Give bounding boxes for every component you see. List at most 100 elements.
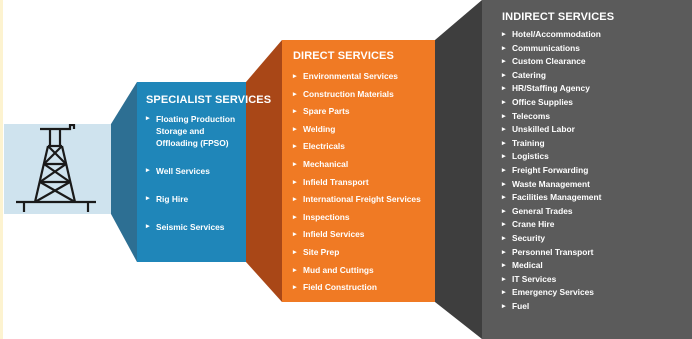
service-list-item: ▸Mud and Cuttings xyxy=(293,262,421,280)
service-label: Facilities Management xyxy=(512,192,602,203)
service-list-item: ▸Infield Services xyxy=(293,226,421,244)
specialist-services-list: ▸ Floating Production Storage and Offload… xyxy=(146,113,244,249)
service-label: Field Construction xyxy=(303,282,377,293)
direct-services-list: ▸Environmental Services ▸ Construction Mat… xyxy=(293,68,421,297)
service-label: Communications xyxy=(512,42,580,53)
service-label: Office Supplies xyxy=(512,96,573,107)
service-list-item: ▸ Site Prep xyxy=(293,244,421,262)
bullet-arrow-icon: ▸ xyxy=(502,31,506,38)
direct-services-panel: DIRECT SERVICES ▸Environmental Services▸… xyxy=(282,40,435,302)
specialist-services-title: SPECIALIST SERVICES xyxy=(146,94,272,106)
service-label: Unskilled Labor xyxy=(512,124,575,135)
direct-services-title: DIRECT SERVICES xyxy=(293,50,394,62)
service-list-item: ▸General Trades xyxy=(502,205,601,219)
service-list-item: ▸ Training xyxy=(502,137,601,151)
bullet-arrow-icon: ▸ xyxy=(502,262,506,270)
service-list-item: ▸ Seismic Services xyxy=(146,221,244,233)
service-list-item: ▸ Unskilled Labor xyxy=(502,123,601,137)
service-list-item: ▸ Mechanical xyxy=(293,156,421,174)
service-label: Mud and Cuttings xyxy=(303,264,374,275)
bullet-arrow-icon: ▸ xyxy=(502,166,506,174)
service-label: IT Services xyxy=(512,273,557,284)
service-list-item: ▸ Inspections xyxy=(293,209,421,227)
bullet-arrow-icon: ▸ xyxy=(502,153,506,161)
oil-rig-icon xyxy=(16,123,96,212)
service-list-item: ▸ Personnel Transport xyxy=(502,246,601,260)
service-label: Freight Forwarding xyxy=(512,164,589,175)
bullet-arrow-icon: ▸ xyxy=(293,160,297,168)
service-list-item: ▸Crane Hire xyxy=(502,218,601,232)
bullet-arrow-icon: ▸ xyxy=(146,167,150,174)
bullet-arrow-icon: ▸ xyxy=(293,248,297,256)
service-list-item: ▸ Medical xyxy=(502,259,601,273)
service-list-item: ▸ Spare Parts xyxy=(293,103,421,121)
service-list-item: ▸Field Construction xyxy=(293,279,421,297)
service-label: Telecoms xyxy=(512,110,551,121)
bullet-arrow-icon: ▸ xyxy=(502,139,506,147)
service-list-item: ▸ Telecoms xyxy=(502,110,601,124)
service-list-item: ▸ Freight Forwarding xyxy=(502,164,601,178)
service-label: Floating Production Storage and Offloadi… xyxy=(156,114,236,148)
bullet-arrow-icon: ▸ xyxy=(502,221,506,229)
service-label: Mechanical xyxy=(303,158,349,169)
service-label: Custom Clearance xyxy=(512,56,586,67)
service-label: Site Prep xyxy=(303,246,340,257)
service-label: Catering xyxy=(512,69,546,80)
service-list-item: ▸ Catering xyxy=(502,69,601,83)
bullet-arrow-icon: ▸ xyxy=(502,302,506,310)
specialist-services-panel: SPECIALIST SERVICES ▸ Floating Production… xyxy=(137,82,271,262)
service-list-item: ▸Emergency Services xyxy=(502,286,601,300)
service-list-item: ▸ Welding xyxy=(293,121,421,139)
service-label: Electricals xyxy=(303,141,345,152)
service-label: Well Services xyxy=(156,166,210,176)
service-label: Spare Parts xyxy=(303,106,350,117)
service-label: Infield Services xyxy=(303,229,365,240)
bullet-arrow-icon: ▸ xyxy=(502,180,506,188)
service-list-item: ▸Communications xyxy=(502,42,601,56)
bullet-arrow-icon: ▸ xyxy=(293,125,297,133)
bullet-arrow-icon: ▸ xyxy=(502,289,506,297)
bullet-arrow-icon: ▸ xyxy=(502,248,506,256)
service-label: Logistics xyxy=(512,151,549,162)
bullet-arrow-icon: ▸ xyxy=(502,207,506,215)
service-list-item: ▸ HR/Staffing Agency xyxy=(502,82,601,96)
service-list-item: ▸ Well Services xyxy=(146,165,244,177)
specialist-to-direct-connector xyxy=(246,40,282,302)
service-list-item: ▸Fuel xyxy=(502,300,601,314)
bullet-arrow-icon: ▸ xyxy=(502,71,506,79)
direct-to-indirect-connector xyxy=(435,0,482,339)
service-list-item: ▸Infield Transport xyxy=(293,174,421,192)
bullet-arrow-icon: ▸ xyxy=(293,143,297,151)
bullet-arrow-icon: ▸ xyxy=(293,90,297,98)
bullet-arrow-icon: ▸ xyxy=(502,98,506,106)
service-label: Hotel/Accommodation xyxy=(512,29,601,39)
bullet-arrow-icon: ▸ xyxy=(293,213,297,221)
bullet-arrow-icon: ▸ xyxy=(502,234,506,242)
service-label: Construction Materials xyxy=(303,88,394,99)
bullet-arrow-icon: ▸ xyxy=(502,85,506,93)
bullet-arrow-icon: ▸ xyxy=(293,178,297,186)
bullet-arrow-icon: ▸ xyxy=(293,108,297,116)
bullet-arrow-icon: ▸ xyxy=(146,223,150,230)
bullet-arrow-icon: ▸ xyxy=(502,126,506,134)
service-list-item: ▸International Freight Services xyxy=(293,191,421,209)
service-label: Medical xyxy=(512,260,543,271)
indirect-services-list: ▸Hotel/Accommodation▸Communications▸Cust… xyxy=(502,28,601,313)
service-label: Inspections xyxy=(303,211,350,222)
service-list-item: ▸IT Services xyxy=(502,273,601,287)
service-label: HR/Staffing Agency xyxy=(512,83,590,94)
service-list-item: ▸ Construction Materials xyxy=(293,86,421,104)
bullet-arrow-icon: ▸ xyxy=(502,112,506,120)
service-label: Welding xyxy=(303,123,336,134)
service-list-item: ▸ Floating Production Storage and Offload… xyxy=(146,113,244,149)
service-label: International Freight Services xyxy=(303,194,421,205)
service-label: Seismic Services xyxy=(156,222,225,232)
service-label: Personnel Transport xyxy=(512,246,594,257)
service-label: Training xyxy=(512,137,545,148)
bullet-arrow-icon: ▸ xyxy=(502,58,506,66)
bullet-arrow-icon: ▸ xyxy=(146,115,150,122)
service-list-item: ▸ Custom Clearance xyxy=(502,55,601,69)
service-list-item: ▸Environmental Services xyxy=(293,68,421,86)
